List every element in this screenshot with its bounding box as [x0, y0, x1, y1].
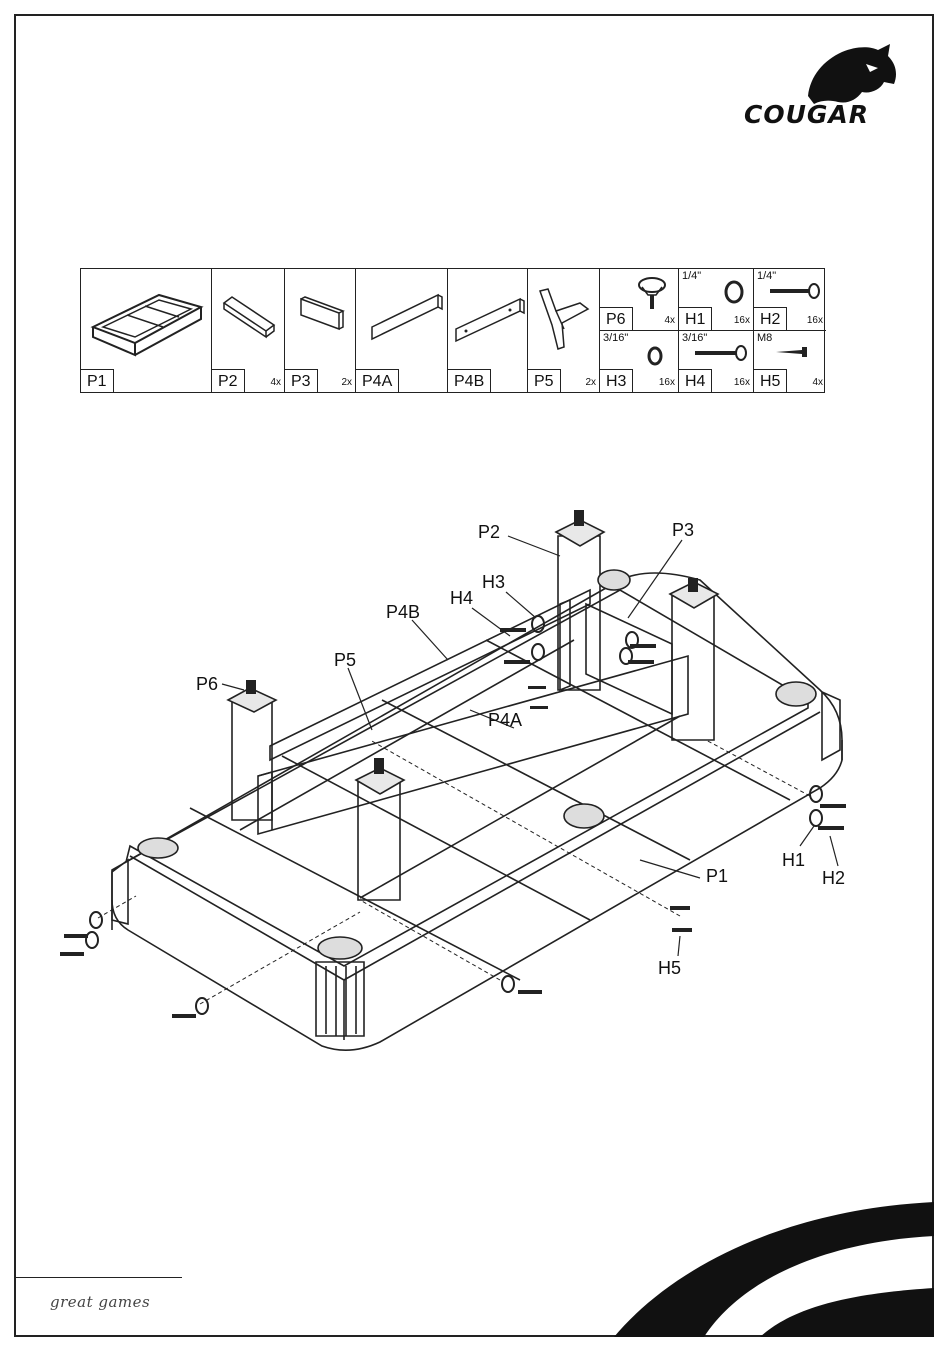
- callout-h2: H2: [822, 868, 845, 888]
- callout-p1: P1: [706, 866, 728, 886]
- callout-p4b: P4B: [386, 602, 420, 622]
- callout-h5: H5: [658, 958, 681, 978]
- footer-rule: [16, 1277, 182, 1278]
- callout-p4a: P4A: [488, 710, 522, 730]
- callout-p6: P6: [196, 674, 218, 694]
- brand-tagline: great games: [50, 1293, 150, 1311]
- callout-p5: P5: [334, 650, 356, 670]
- callout-h4: H4: [450, 588, 473, 608]
- callout-p2: P2: [478, 522, 500, 542]
- callout-h1: H1: [782, 850, 805, 870]
- callout-p3: P3: [672, 520, 694, 540]
- swoosh-decoration: [600, 1190, 934, 1337]
- callout-h3: H3: [482, 572, 505, 592]
